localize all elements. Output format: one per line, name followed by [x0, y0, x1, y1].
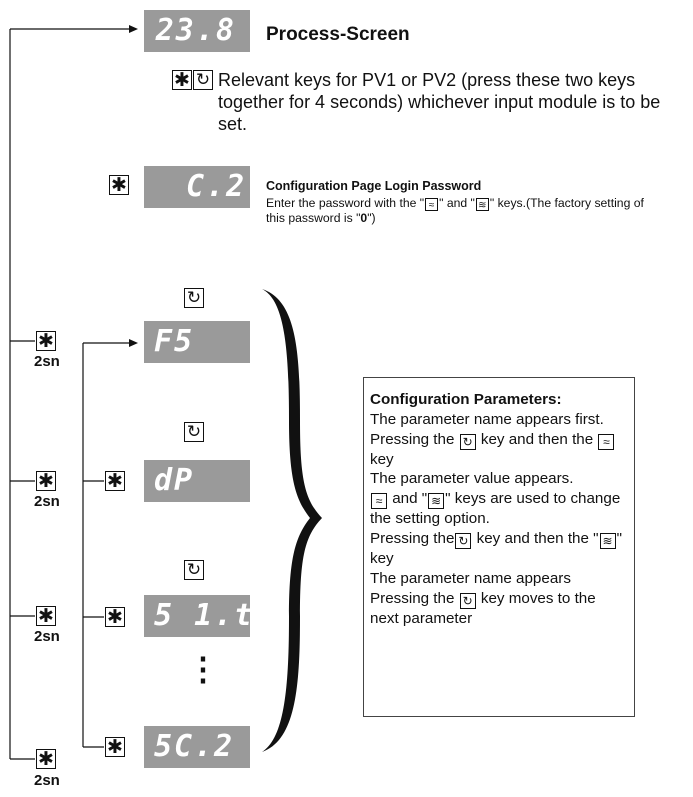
config-line: Pressing the↻ key and then the "≋" key: [370, 529, 622, 567]
up-key-icon: ≈: [371, 493, 387, 510]
hold-duration-label: 2sn: [34, 628, 60, 645]
cycle-key-icon: ↻: [193, 70, 213, 90]
config-line: The parameter name appears first.: [370, 410, 604, 428]
config-line: ≈ and "≋" keys are used to change the se…: [370, 490, 621, 528]
star-key-icon: ✱: [36, 471, 56, 491]
down-key-icon: ≋: [475, 198, 489, 211]
password-display: C.2: [144, 166, 250, 208]
down-key-icon: ≋: [428, 493, 445, 510]
configuration-parameters-box: Configuration Parameters: The parameter …: [363, 377, 635, 717]
hold-duration-label: 2sn: [34, 493, 60, 510]
hold-duration-label: 2sn: [34, 772, 60, 789]
param-display-sc2: 5C.2: [144, 726, 250, 768]
password-default-value: 0: [360, 211, 368, 225]
config-line: Pressing the ↻ key and then the ≈key: [370, 430, 628, 470]
config-line: Pressing the ↻ key moves to the next par…: [370, 589, 596, 627]
star-key-icon: ✱: [36, 749, 56, 769]
cycle-key-icon: ↻: [459, 433, 476, 450]
config-heading: Configuration Parameters:: [370, 391, 562, 408]
up-key-icon: ≈: [425, 198, 439, 211]
up-key-icon: ≈: [598, 433, 615, 450]
star-key-icon: ✱: [105, 607, 125, 627]
process-screen-title: Process-Screen: [266, 24, 410, 45]
password-title: Configuration Page Login Password: [266, 179, 482, 193]
star-key-icon: ✱: [105, 471, 125, 491]
star-key-icon: ✱: [109, 175, 129, 195]
star-key-icon: ✱: [172, 70, 192, 90]
star-key-icon: ✱: [105, 737, 125, 757]
grouping-brace: [262, 289, 322, 752]
star-key-icon: ✱: [36, 606, 56, 626]
hold-duration-label: 2sn: [34, 353, 60, 370]
star-key-icon: ✱: [36, 331, 56, 351]
password-description: Enter the password with the "≈" and "≋" …: [266, 196, 644, 225]
param-display-fs: F5: [144, 321, 250, 363]
process-display: 23.8: [144, 10, 250, 52]
cycle-key-icon: ↻: [184, 560, 204, 580]
config-line: The parameter value appears.: [370, 470, 574, 488]
ellipsis: ⋮: [187, 651, 219, 687]
relevant-keys-text: Relevant keys for PV1 or PV2 (press thes…: [218, 70, 661, 134]
param-display-sit: 5 1.t: [144, 595, 252, 637]
cycle-key-icon: ↻: [455, 532, 472, 549]
down-key-icon: ≋: [599, 532, 616, 549]
cycle-key-icon: ↻: [184, 288, 204, 308]
cycle-key-icon: ↻: [184, 422, 204, 442]
cycle-key-icon: ↻: [459, 592, 476, 609]
config-line: The parameter name appears: [370, 569, 571, 587]
param-display-dp: dP: [144, 460, 250, 502]
